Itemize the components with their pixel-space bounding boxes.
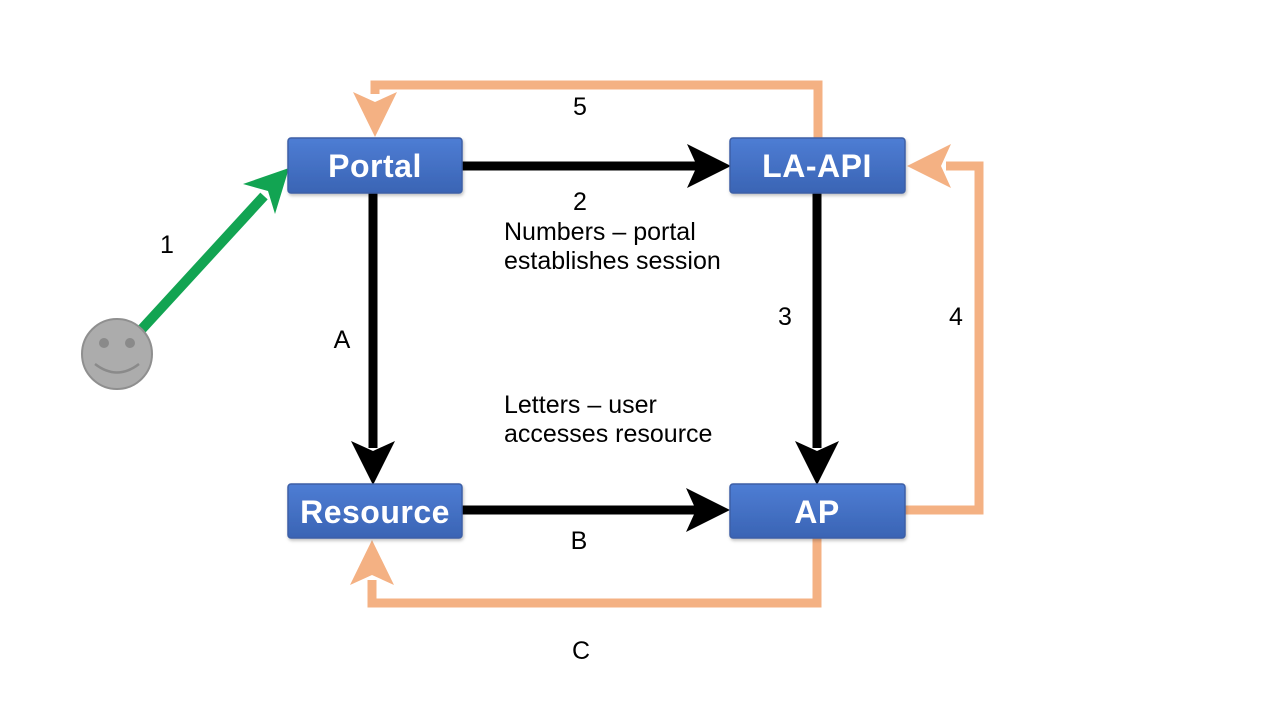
node-ap-label: AP [794,494,839,530]
user-eye-right [125,338,135,348]
edge-5-line [370,80,823,141]
edge-1-arrowhead-icon [243,168,289,214]
edge-C [350,537,822,608]
edge-A-label: A [334,326,351,354]
node-la-api: LA-API [729,137,906,194]
edge-B-label: B [571,527,588,555]
user-smiley-icon [81,318,153,390]
node-la-api-box [729,137,906,194]
user-eye-left [99,338,109,348]
node-portal-label: Portal [328,148,422,184]
edge-2-arrowhead-right-icon [687,144,731,188]
edge-C-label: C [572,637,590,665]
node-ap-box [729,483,906,539]
edge-4-arrowhead-left-icon [907,144,951,188]
edge-2 [462,144,731,188]
edge-3-label: 3 [778,303,792,331]
edge-4-line [905,161,984,515]
edge-1-label: 1 [160,231,174,259]
edge-3-arrowhead-down-icon [795,441,839,485]
edge-1 [137,168,289,334]
annotation-letters-line2: accesses resource [504,420,712,448]
annotation-numbers-line1: Numbers – portal [504,218,696,246]
annotation-numbers-line2: establishes session [504,247,721,275]
node-resource: Resource [287,483,463,539]
edge-5 [353,80,823,141]
edge-4 [905,144,984,515]
edge-5-label: 5 [573,93,587,121]
annotation-numbers: Numbers – portal establishes session [504,218,721,275]
node-portal-box [287,137,463,194]
node-portal: Portal [287,137,463,194]
edge-B-arrowhead-right-icon [686,488,730,532]
edge-B [462,488,730,532]
node-resource-box [287,483,463,539]
edge-A-arrowhead-down-icon [351,441,395,485]
annotation-letters-line1: Letters – user [504,391,657,419]
edge-1-line [137,192,268,334]
node-resource-label: Resource [300,494,450,530]
edge-2-label: 2 [573,188,587,216]
edge-A [351,193,395,485]
node-ap: AP [729,483,906,539]
node-la-api-label: LA-API [762,148,872,184]
edge-5-arrowhead-down-icon [353,92,397,137]
annotation-letters: Letters – user accesses resource [504,391,712,448]
user-smile [94,362,140,374]
edge-4-label: 4 [949,303,963,331]
edge-C-line [367,537,822,608]
edge-C-arrowhead-up-icon [350,540,394,585]
user-face [81,318,153,390]
edge-3 [795,193,839,485]
